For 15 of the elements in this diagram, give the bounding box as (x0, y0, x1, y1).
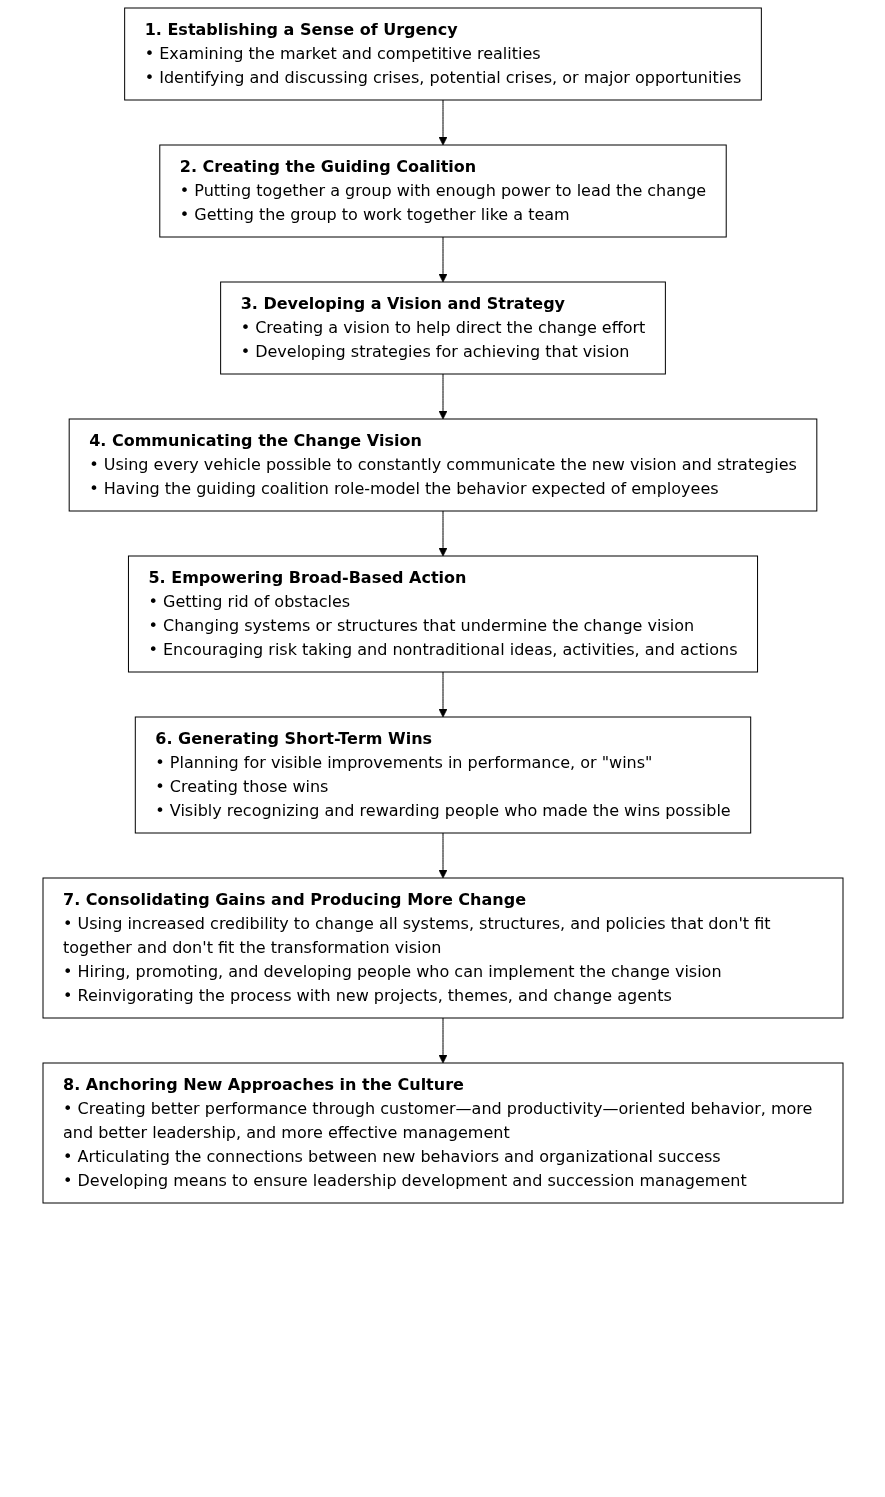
arrow (438, 832, 447, 879)
node-box: 4. Communicating the Change Vision • Using every vehicle possible to constantly communicate the new vision and strategies • Having the guiding coalition role-model the behavior expected of employees (68, 418, 817, 512)
node-box: 5. Empowering Broad-Based Action • Getting rid of obstacles • Changing systems or structures that undermine the change vision • Encouraging risk taking and nontraditional ideas, activities, and actions (127, 555, 758, 673)
node-box: 7. Consolidating Gains and Producing More Change • Using increased credibility to change all systems, structures, and policies that don't fit together and don't fit the transformation vision • Hiring, promoting, and developing people who can implement the change vision • Reinvigorating the process with new projects, themes, and change agents (42, 877, 843, 1019)
arrow (438, 1017, 447, 1064)
arrow (438, 99, 447, 146)
arrow (438, 236, 447, 283)
node-box: 6. Generating Short-Term Wins • Planning for visible improvements in performance, or "wins" • Creating those wins • Visibly recognizing and rewarding people who made the wins possible (134, 716, 751, 834)
arrow (438, 510, 447, 557)
node-box: 3. Developing a Vision and Strategy • Creating a vision to help direct the change effort • Developing strategies for achieving that vision (219, 281, 666, 375)
node-box: 1. Establishing a Sense of Urgency • Examining the market and competitive realities • Identifying and discussing crises, potential crises, or major opportunities (123, 7, 762, 101)
node-box: 2. Creating the Guiding Coalition • Putting together a group with enough power to lead the change • Getting the group to work together like a team (158, 144, 727, 238)
arrow (438, 373, 447, 420)
node-box: 8. Anchoring New Approaches in the Culture • Creating better performance through customer—and productivity—oriented behavior, more and better leadership, and more effective management • Articulating the connections between new behaviors and organizational success • Developing means to ensure leadership development and succession management (42, 1062, 843, 1204)
arrow (438, 671, 447, 718)
